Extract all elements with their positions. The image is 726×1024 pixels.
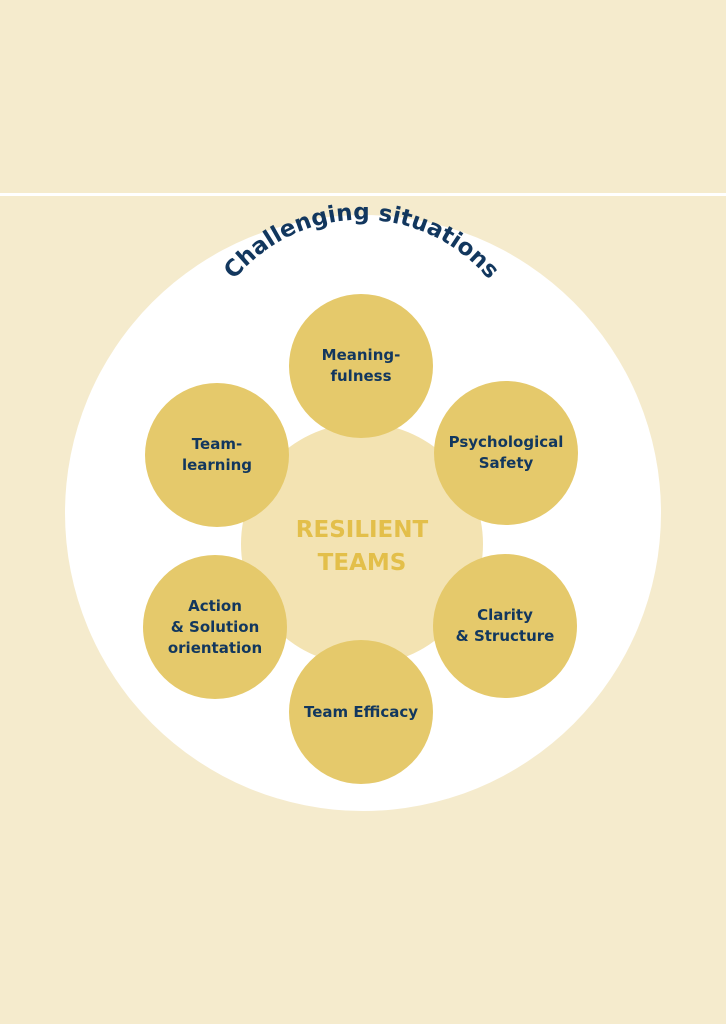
factor-label-line: orientation <box>167 638 263 657</box>
factor-label: Team- learning <box>182 434 252 476</box>
factor-psychological-safety: Psychological Safety <box>434 381 578 525</box>
factor-action-solution-orientation: Action & Solution orientation <box>143 555 287 699</box>
core-label: RESILIENT TEAMS <box>241 514 483 580</box>
factor-label: Psychological Safety <box>449 432 564 474</box>
factor-label-line: Meaning- <box>321 346 401 364</box>
factor-label-line: Psychological <box>448 433 564 451</box>
factor-label: Meaning- fulness <box>322 345 401 387</box>
factor-label-line: Team Efficacy <box>303 702 419 721</box>
factor-label-line: Safety <box>478 454 534 472</box>
header-divider <box>0 193 726 196</box>
outer-label: Challenging situations <box>219 200 504 284</box>
factor-label-line: & Solution <box>170 617 260 636</box>
factor-label: Team Efficacy <box>304 702 418 723</box>
factor-meaningfulness: Meaning- fulness <box>289 294 433 438</box>
factor-team-learning: Team- learning <box>145 383 289 527</box>
core-label-line1: RESILIENT <box>295 517 429 543</box>
factor-label: Action & Solution orientation <box>168 596 262 659</box>
factor-clarity-structure: Clarity & Structure <box>433 554 577 698</box>
core-label-line2: TEAMS <box>317 550 407 576</box>
factor-team-efficacy: Team Efficacy <box>289 640 433 784</box>
factor-label: Clarity & Structure <box>456 605 555 647</box>
factor-label-line: learning <box>181 456 253 474</box>
factor-label-line: Clarity <box>477 606 533 624</box>
factor-label-line: fulness <box>330 367 392 385</box>
factor-label-line: & Structure <box>455 627 555 645</box>
factor-label-line: Action <box>188 596 242 615</box>
factor-label-line: Team- <box>191 435 243 453</box>
